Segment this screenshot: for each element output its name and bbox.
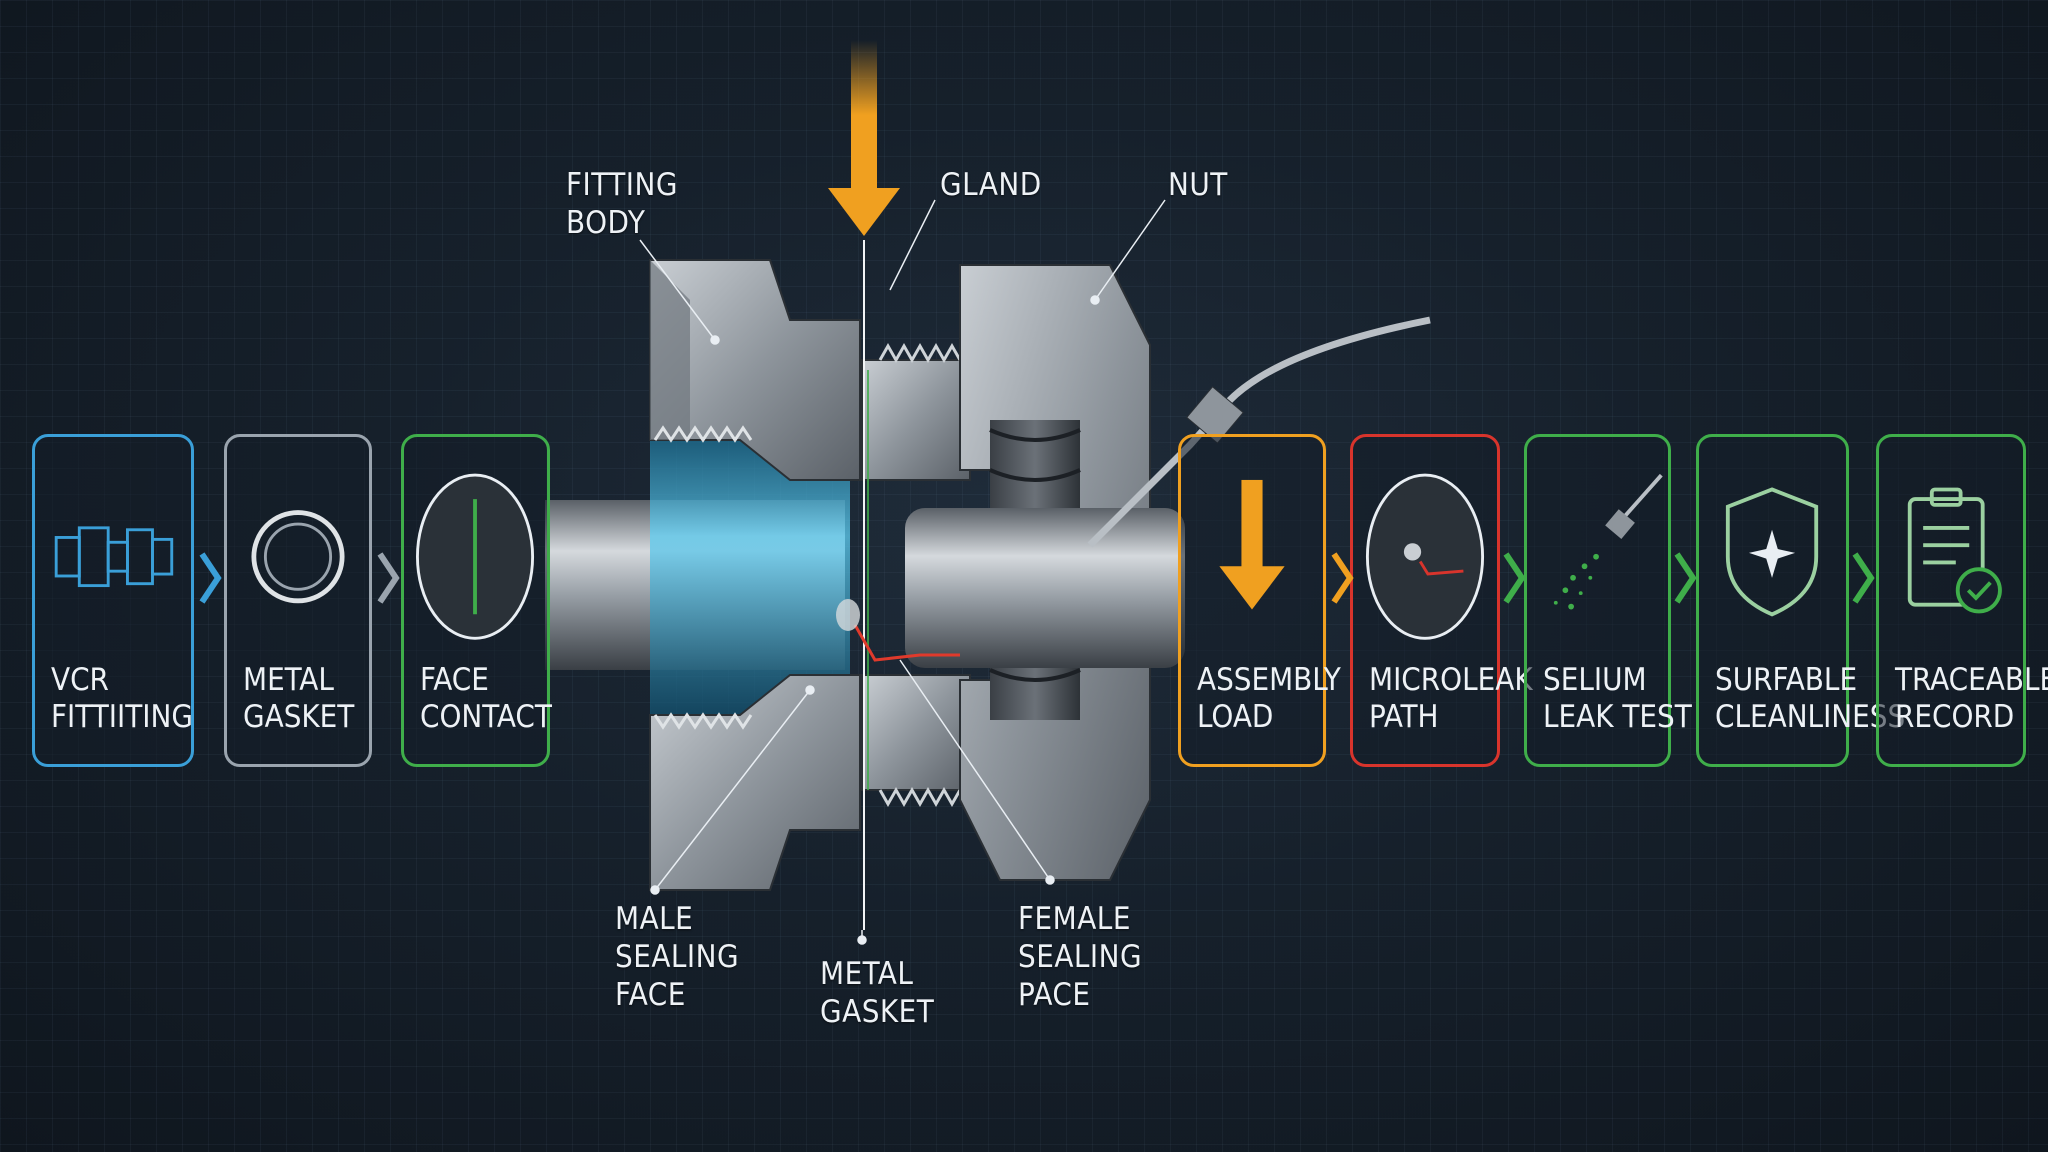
face-contact-icon (415, 473, 535, 640)
vcr-fitting-icon (54, 526, 174, 588)
assembly-load-arrow (828, 40, 900, 236)
fitting-body (649, 259, 861, 891)
sniffer-probe (1087, 316, 1431, 548)
blue-flow-region (650, 440, 850, 715)
gasket-ring-icon (251, 510, 345, 604)
chevron-right-icon (377, 552, 400, 604)
callout-nut: NUT (1168, 167, 1228, 203)
callout-leaders (639, 199, 1166, 945)
microleak-path (853, 624, 960, 662)
chevron-right-icon (199, 552, 222, 604)
clipboard-check-icon (1907, 487, 2002, 614)
shield-icon (1725, 487, 1819, 617)
chevron-right-icon (1503, 552, 1526, 604)
down-arrow-icon (1219, 479, 1285, 610)
sniffer-probe-icon (1553, 473, 1663, 610)
chevron-right-icon (1852, 552, 1875, 604)
right-tube (905, 508, 1185, 668)
callout-gland: GLAND (940, 167, 1042, 203)
microleak-icon (1365, 473, 1485, 640)
chevron-right-icon (1674, 552, 1697, 604)
chevron-right-icon (1331, 552, 1354, 604)
